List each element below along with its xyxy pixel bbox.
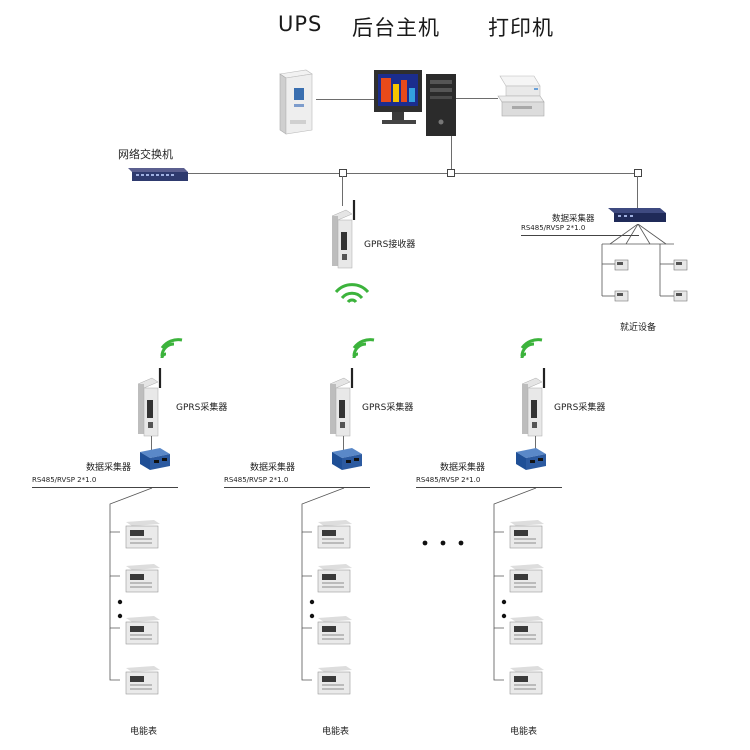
cable-label: RS485/RVSP 2*1.0 (224, 476, 289, 484)
data-collector-icon (514, 446, 548, 472)
energy-meter-icon (122, 664, 162, 698)
gprs-modem-icon (326, 366, 360, 438)
wifi-icon (158, 332, 188, 362)
energy-meter-icon (122, 614, 162, 648)
data-collector-label: 数据采集器 (440, 463, 486, 473)
branch-3: GPRS采集器 数据采集器 RS485/RVSP 2*1.0 (414, 330, 614, 745)
local-meter-icon (614, 258, 630, 272)
energy-meter-icon (122, 562, 162, 596)
wifi-icon (350, 332, 380, 362)
local-cable-label: RS485/RVSP 2*1.0 (521, 224, 586, 232)
energy-meter-icon (314, 664, 354, 698)
meter-label: 电能表 (322, 727, 350, 737)
energy-meter-icon (506, 562, 546, 596)
bus-junction-right (634, 169, 642, 177)
local-meter-icon (673, 258, 689, 272)
energy-meter-icon (314, 562, 354, 596)
local-meter-icon (673, 289, 689, 303)
gprs-modem-icon (518, 366, 552, 438)
branch-2: GPRS采集器 数据采集器 RS485/RVSP 2*1.0 (222, 330, 422, 745)
host-title: 后台主机 (352, 16, 440, 40)
ellipsis-dots (116, 598, 124, 622)
energy-meter-icon (506, 614, 546, 648)
gprs-collector-label: GPRS采集器 (362, 403, 414, 413)
printer-title: 打印机 (488, 16, 554, 40)
data-collector-icon (330, 446, 364, 472)
local-meter-icon (614, 289, 630, 303)
branch-wiring (292, 488, 372, 738)
bus-junction-left (339, 169, 347, 177)
ups-icon (276, 68, 316, 136)
data-collector-label: 数据采集器 (86, 463, 132, 473)
energy-meter-icon (122, 518, 162, 552)
local-devices-wiring (592, 224, 702, 304)
wifi-icon (518, 332, 548, 362)
local-collector-icon (604, 204, 668, 226)
branch-wiring (100, 488, 180, 738)
ellipsis-dots (308, 598, 316, 622)
energy-meter-icon (314, 614, 354, 648)
local-devices-label: 就近设备 (620, 323, 657, 333)
ellipsis-dots (500, 598, 508, 622)
gprs-collector-label: GPRS采集器 (176, 403, 228, 413)
gprs-modem-icon (134, 366, 168, 438)
computer-icon (372, 66, 462, 138)
printer-icon (494, 72, 546, 122)
gprs-collector-label: GPRS采集器 (554, 403, 606, 413)
energy-meter-icon (314, 518, 354, 552)
data-collector-icon (138, 446, 172, 472)
branch-1: GPRS采集器 数据采集器 RS485/RVSP 2*1.0 (30, 330, 230, 745)
switch-label: 网络交换机 (118, 148, 173, 161)
branch-wiring (484, 488, 564, 738)
cable-label: RS485/RVSP 2*1.0 (416, 476, 481, 484)
gprs-receiver-label: GPRS接收器 (364, 240, 416, 250)
meter-label: 电能表 (130, 727, 158, 737)
meter-label: 电能表 (510, 727, 538, 737)
ups-title: UPS (278, 12, 323, 36)
bus-junction-center (447, 169, 455, 177)
energy-meter-icon (506, 664, 546, 698)
local-collector-label: 数据采集器 (552, 214, 595, 224)
energy-meter-icon (506, 518, 546, 552)
cable-label: RS485/RVSP 2*1.0 (32, 476, 97, 484)
switch-icon (124, 164, 190, 184)
data-collector-label: 数据采集器 (250, 463, 296, 473)
ellipsis-dots (420, 538, 466, 548)
wifi-icon (334, 282, 370, 308)
gprs-receiver-icon (328, 198, 362, 270)
